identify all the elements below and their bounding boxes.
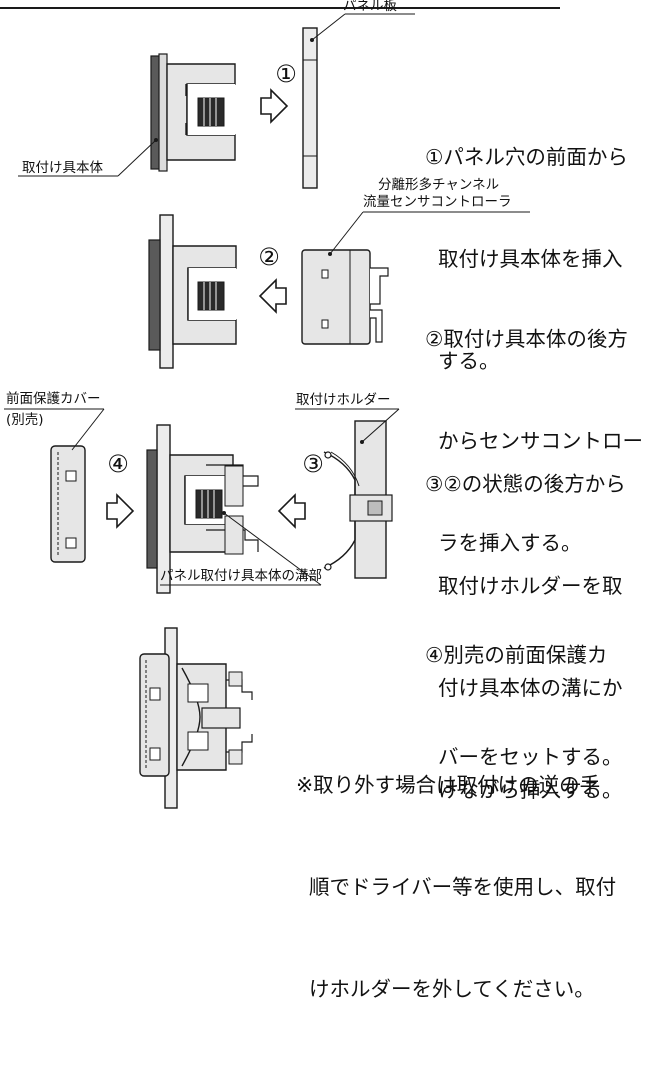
marker-step-3: ③: [302, 450, 324, 478]
label-groove: パネル取付け具本体の溝部: [160, 568, 322, 584]
step-2-line: からセンサコントロー: [425, 429, 644, 453]
removal-note-line: ※取り外す場合は取付けの逆の手: [296, 773, 601, 797]
step-3-line: けながら挿入する。: [425, 778, 623, 802]
leader-holder: [295, 408, 400, 444]
step2-arrow: [258, 278, 287, 314]
step-3-line: 付け具本体の溝にか: [425, 676, 623, 700]
final-assembly: [139, 627, 253, 809]
leader-front-cover: [4, 408, 105, 451]
marker-step-2: ②: [258, 243, 280, 271]
step3-arrow: [277, 493, 306, 529]
step-3-line: 取付けホルダーを取: [425, 574, 623, 598]
marker-step-4: ④: [107, 450, 129, 478]
removal-note: ※取り外す場合は取付けの逆の手 順でドライバー等を使用し、取付 けホルダーを外し…: [296, 700, 616, 1074]
label-front-cover-line1: 前面保護カバー: [6, 391, 101, 407]
leader-panel-plate: [310, 13, 415, 42]
step3-assembly: [146, 424, 259, 594]
leader-controller: [328, 211, 530, 256]
step2-mount-body-in-panel: [148, 214, 237, 369]
label-panel-plate: パネル板: [343, 0, 397, 14]
step-2-line: ラを挿入する。: [425, 531, 582, 555]
step-1-line: ①パネル穴の前面から: [425, 145, 628, 169]
step-2-line: ②取付け具本体の後方: [425, 327, 628, 351]
step-1-line: 取付け具本体を挿入: [425, 247, 623, 271]
label-holder: 取付けホルダー: [296, 392, 391, 408]
step-3-text: ③②の状態の後方から 取付けホルダーを取 付け具本体の溝にか けながら挿入する。: [425, 399, 626, 875]
leader-mount-body: [18, 138, 158, 177]
step-2-text: ②取付け具本体の後方 からセンサコントロー ラを挿入する。: [425, 254, 643, 628]
step3-holder: [323, 420, 393, 579]
step-1-line: する。: [425, 349, 500, 373]
step3-front-cover: [50, 445, 86, 563]
leader-groove: [160, 511, 322, 586]
step-1-text: ①パネル穴の前面から 取付け具本体を挿入 する。: [425, 72, 628, 446]
marker-step-1: ①: [275, 60, 297, 88]
removal-note-line: 順でドライバー等を使用し、取付: [296, 875, 617, 899]
diagram-drawing: [0, 7, 560, 809]
step-3-line: ③②の状態の後方から: [425, 472, 626, 496]
removal-note-line: けホルダーを外してください。: [296, 977, 595, 1001]
step4-arrow: [106, 493, 135, 529]
label-mount-body: 取付け具本体: [22, 160, 103, 176]
step1-mount-body: [150, 53, 236, 172]
step2-controller: [301, 249, 389, 345]
label-controller-line1: 分離形多チャンネル: [378, 177, 500, 193]
step-4-text: ④別売の前面保護カ バーをセットする。: [425, 570, 623, 842]
label-front-cover-line2: (別売): [6, 412, 44, 428]
step-4-line: ④別売の前面保護カ: [425, 643, 608, 667]
installation-diagram: パネル板 取付け具本体 分離形多チャンネル 流量センサコントローラ 前面保護カバ…: [0, 0, 643, 1001]
label-controller-line2: 流量センサコントローラ: [363, 194, 512, 210]
step1-arrow: [260, 88, 289, 124]
step-4-line: バーをセットする。: [425, 745, 623, 769]
step1-panel-plate: [302, 27, 318, 189]
